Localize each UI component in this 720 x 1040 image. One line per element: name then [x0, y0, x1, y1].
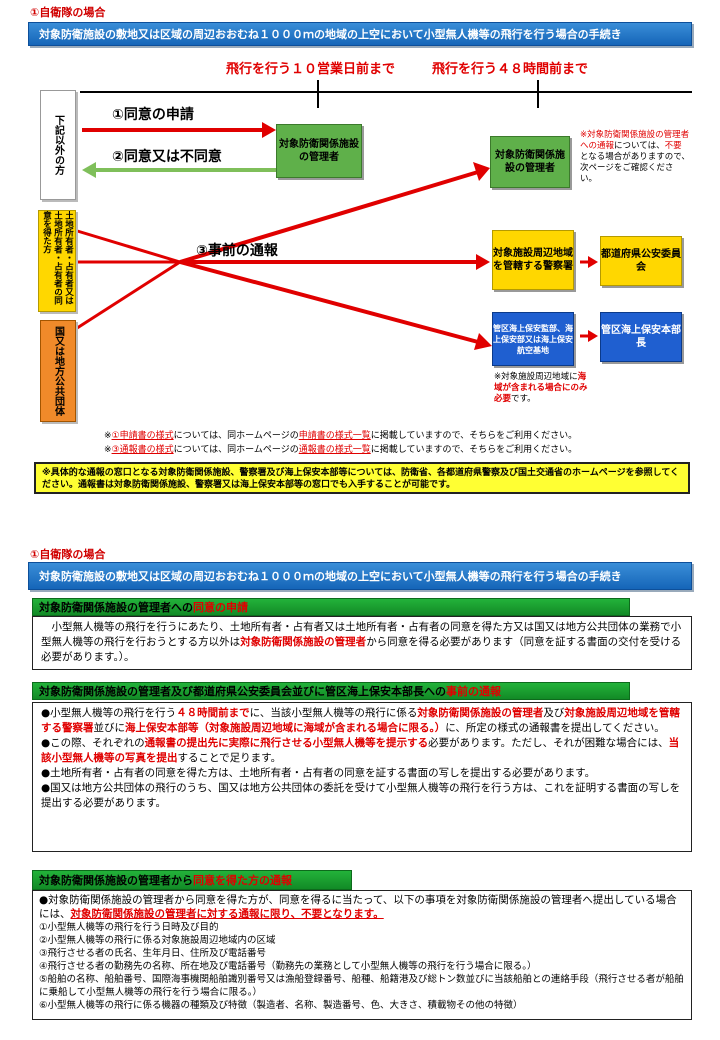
notify-arrow-down — [179, 260, 479, 344]
note-coast-red: 海域が含まれる場合にのみ必要 — [494, 372, 588, 404]
actor-government: 国又は地方公共団体 — [40, 320, 76, 422]
timeline-label-10days: 飛行を行う１０営業日前まで — [226, 62, 396, 77]
box-manager-center: 対象防衛関係施設の管理者 — [276, 124, 362, 178]
sec1-title: 対象防衛関係施設の管理者への同意の申請 — [32, 598, 630, 616]
sec3-lead: ●対象防衛関係施設の管理者から同意を得た方が、同意を得るに当たって、以下の事項を… — [39, 894, 677, 920]
label-notify: ③事前の通報 — [196, 243, 278, 259]
note-manager-red: ※対象防衛関係施設の管理者への通報 — [580, 130, 690, 151]
sec3-panel: ●対象防衛関係施設の管理者から同意を得た方が、同意を得るに当たって、以下の事項を… — [32, 890, 692, 1020]
police-to-pref-arrowhead — [588, 256, 598, 268]
notify-arrow-up — [179, 170, 479, 264]
sec3-title: 対象防衛関係施設の管理者から同意を得た方の通報 — [32, 870, 352, 890]
section-label-top: ①自衛隊の場合 — [30, 6, 106, 19]
sec2-title: 対象防衛関係施設の管理者及び都道府県公安委員会並びに管区海上保安本部長への事前の… — [32, 682, 630, 700]
note-coast-2: です。 — [511, 394, 536, 404]
footnote-application-form: ※①申請書の様式については、同ホームページの申請書の様式一覧に掲載していますので… — [104, 431, 578, 441]
notify-arrowhead-up — [473, 162, 490, 181]
bottom-banner: 対象防衛施設の敷地又は区域の周辺おおむね１０００ｍの地域の上空において小型無人機… — [28, 562, 692, 590]
notify-merge-2 — [73, 228, 181, 264]
yellow-info-banner: ※具体的な通報の窓口となる対象防衛関係施設、警察署及び海上保安本部等については、… — [34, 462, 690, 494]
sec3-item: ①小型無人機等の飛行を行う日時及び目的 — [39, 922, 219, 933]
box-manager-right: 対象防衛関係施設の管理者 — [490, 136, 570, 188]
sec3-item: ⑥小型無人機等の飛行に係る機器の種類及び特徴（製造者、名称、製造番号、色、大きさ… — [39, 1000, 523, 1011]
sec2-bullet-2: ●この際、それぞれの通報書の提出先に実際に飛行させる小型無人機等を提示する必要が… — [41, 737, 680, 764]
section-label-bottom: ①自衛隊の場合 — [30, 548, 106, 561]
footnote-notification-link[interactable]: 通報書の様式一覧 — [298, 445, 371, 455]
footnote-notification-form-red: ③通報書の様式 — [111, 445, 174, 455]
sec2-panel: ●小型無人機等の飛行を行う４８時間前までに、当該小型無人機等の飛行に係る対象防衛… — [32, 702, 692, 852]
footnote-application-form-red: ①申請書の様式 — [111, 431, 174, 441]
apply-arrowhead — [262, 122, 276, 138]
footnote-application-link[interactable]: 申請書の様式一覧 — [298, 431, 371, 441]
note-manager-rest: となる場合がありますので、次ページをご確認ください。 — [580, 152, 690, 184]
sec2-bullet-1: ●小型無人機等の飛行を行う４８時間前までに、当該小型無人機等の飛行に係る対象防衛… — [41, 707, 680, 734]
box-coastguard-office: 管区海上保安監部、海上保安部又は海上保安航空基地 — [492, 312, 574, 366]
box-prefecture: 都道府県公安委員会 — [600, 236, 682, 286]
sec1-panel: 小型無人機等の飛行を行うにあたり、土地所有者・占有者又は土地所有者・占有者の同意… — [32, 616, 692, 670]
reply-arrowhead — [82, 162, 96, 178]
note-coast-1: ※対象施設周辺地域に — [494, 372, 578, 382]
note-manager-red2: 不要 — [664, 141, 682, 151]
note-manager-mid: については、 — [614, 141, 665, 151]
sec3-item: ③飛行させる者の氏名、生年月日、住所及び電話番号 — [39, 948, 267, 959]
coast-to-hq-arrowhead — [588, 330, 598, 342]
notify-arrowhead-mid — [476, 254, 490, 270]
sec3-item: ④飛行させる者の勤務先の名称、所在地及び電話番号（勤務先の業務として小型無人機等… — [39, 961, 537, 972]
label-reply: ②同意又は不同意 — [112, 149, 222, 165]
top-banner: 対象防衛施設の敷地又は区域の周辺おおむね１０００ｍの地域の上空において小型無人機… — [28, 22, 692, 46]
actor-other: 下記以外の方 — [40, 90, 76, 200]
note-coast: ※対象施設周辺地域に海域が含まれる場合にのみ必要です。 — [494, 372, 590, 405]
notify-merge-3 — [73, 260, 181, 332]
flow-diagram-arrows — [60, 80, 692, 350]
sec3-item: ②小型無人機等の飛行に係る対象施設周辺地域内の区域 — [39, 935, 276, 946]
box-coastguard-hq: 管区海上保安本部長 — [600, 312, 682, 362]
footnote-notification-form: ※③通報書の様式については、同ホームページの通報書の様式一覧に掲載していますので… — [104, 445, 578, 455]
sec2-bullet-3: ●土地所有者・占有者の同意を得た方は、土地所有者・占有者の同意を証する書面の写し… — [41, 767, 596, 779]
box-police: 対象施設周辺地域を管轄する警察署 — [492, 230, 574, 290]
sec2-bullet-4: ●国又は地方公共団体の飛行のうち、国又は地方公共団体の委託を受けて小型無人機等の… — [41, 782, 681, 809]
sec3-item: ⑤船舶の名称、船舶番号、国際海事機関船舶識別番号又は漁船登録番号、船種、船籍港及… — [39, 974, 684, 998]
label-apply: ①同意の申請 — [112, 107, 194, 123]
timeline-label-48hours: 飛行を行う４８時間前まで — [432, 62, 589, 77]
notify-arrowhead-down — [474, 333, 492, 350]
actor-landowner: 土地所有者・占有者又は土地所有者・占有者の同意を得た方 — [38, 210, 76, 312]
note-manager: ※対象防衛関係施設の管理者への通報については、不要となる場合がありますので、次ペ… — [580, 130, 690, 185]
